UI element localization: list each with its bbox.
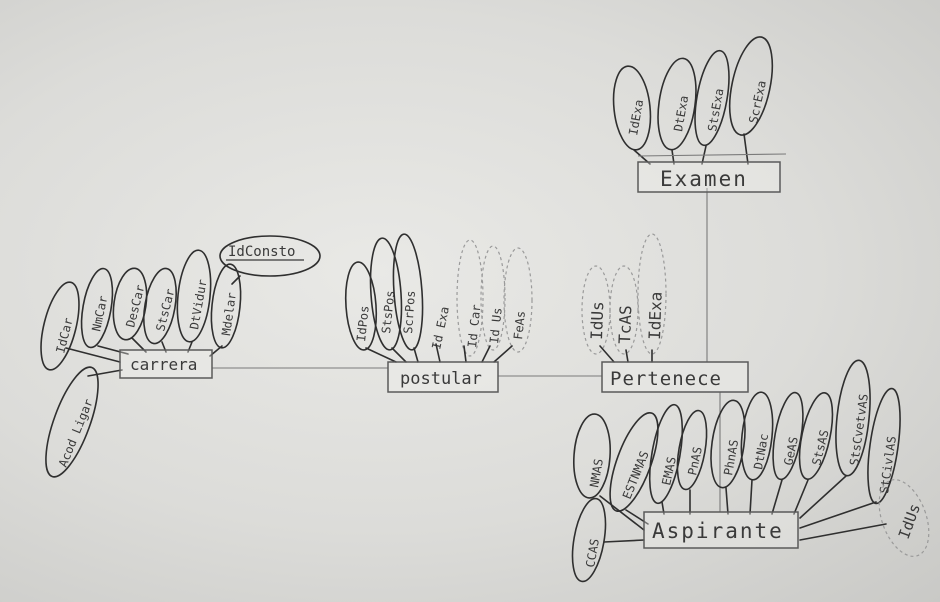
entity-box-examen (637, 161, 781, 193)
svg-text:DtVidur: DtVidur (187, 278, 210, 330)
entity-name-examen: Examen (660, 167, 748, 191)
relationship-box-postular (387, 361, 499, 393)
attribute-tcas: TcAS (609, 265, 639, 363)
svg-text:IdPos: IdPos (354, 305, 372, 342)
attribute-stspos: StsPos (369, 237, 407, 363)
attribute-id-car: Id Car (456, 239, 484, 363)
svg-text:StsPos: StsPos (379, 290, 397, 335)
svg-text:Id Car: Id Car (465, 304, 483, 349)
attribute-mdelar: Mdelar (209, 263, 242, 357)
entity-carrera: IdCar NmCar DesCar StsCar DtVidur Mdelar (40, 235, 321, 478)
attribute-id-us: Id Us (480, 245, 506, 363)
svg-text:StsExa: StsExa (705, 87, 726, 132)
attribute-acod-ligar: Acod Ligar (45, 366, 123, 478)
relationship-pertenece: IdUs TcAS IdExa Pertenece (581, 233, 749, 393)
svg-text:StCivlAS: StCivlAS (877, 435, 899, 494)
entity-name-aspirante: Aspirante (652, 519, 784, 543)
svg-text:NMAS: NMAS (587, 458, 606, 489)
attribute-pnas: PnAS (676, 409, 708, 515)
attribute-idexa-pertenece: IdExa (637, 233, 667, 363)
relationship-name-postular: postular (400, 369, 482, 389)
svg-text:ScrExa: ScrExa (746, 79, 769, 124)
svg-text:PnAS: PnAS (685, 445, 705, 476)
attribute-dtvidur: DtVidur (176, 249, 212, 353)
entity-examen: IdExa DtExa StsExa ScrExa Examen (612, 36, 787, 193)
attribute-screxa: ScrExa (728, 36, 774, 165)
relationship-name-pertenece: Pertenece (610, 368, 722, 390)
attribute-dtexa: DtExa (657, 57, 697, 165)
svg-text:Id Us: Id Us (487, 307, 505, 344)
svg-text:IdExa: IdExa (645, 291, 666, 340)
svg-text:Mdelar: Mdelar (219, 292, 239, 337)
attribute-nmas: NMAS (573, 413, 645, 531)
svg-text:PhnAS: PhnAS (721, 439, 741, 477)
svg-text:IdUs: IdUs (895, 501, 924, 541)
attribute-idcar: IdCar (40, 281, 121, 371)
svg-text:DtExa: DtExa (671, 95, 691, 133)
connectors (212, 188, 721, 512)
entity-box-carrera (119, 349, 213, 379)
svg-text:IdConsto: IdConsto (228, 244, 295, 260)
entity-box-aspirante (643, 511, 799, 549)
svg-text:GeAS: GeAS (781, 435, 801, 466)
svg-text:CCAS: CCAS (583, 538, 602, 569)
attribute-phnas: PhnAS (710, 399, 746, 515)
attribute-stsexa: StsExa (694, 49, 730, 165)
attribute-id-exa: Id Exa (429, 305, 452, 363)
svg-text:FeAs: FeAs (511, 310, 528, 340)
entity-name-carrera: carrera (130, 355, 197, 374)
entity-aspirante: CCAS NMAS ESTNMAS EMAS PnAS PhnAS (571, 359, 930, 583)
attribute-stscvetvas: StsCvetvAS (799, 359, 871, 519)
svg-text:Id Exa: Id Exa (429, 305, 452, 350)
attribute-feas: FeAs (493, 247, 533, 363)
svg-text:IdUs: IdUs (587, 301, 607, 340)
attribute-idconsto: IdConsto (219, 235, 321, 285)
attribute-estnmas: ESTNMAS (609, 411, 659, 525)
relationship-box-pertenece (601, 361, 749, 393)
svg-text:ScrPos: ScrPos (401, 290, 418, 334)
attribute-dtnac: DtNac (740, 391, 774, 515)
attribute-emas: EMAS (648, 403, 684, 515)
svg-text:TcAS: TcAS (615, 305, 635, 344)
attribute-idus-pertenece: IdUs (581, 265, 615, 363)
attribute-idpos: IdPos (344, 261, 397, 363)
svg-text:IdExa: IdExa (626, 99, 646, 137)
attribute-ccas: CCAS (571, 497, 645, 583)
svg-text:DtNac: DtNac (751, 433, 771, 471)
svg-text:EMAS: EMAS (659, 455, 679, 486)
attribute-idexa: IdExa (612, 65, 652, 165)
attribute-scrpos: ScrPos (392, 233, 424, 363)
attribute-stsas: StsAS (793, 392, 834, 515)
svg-text:Acod Ligar: Acod Ligar (56, 397, 96, 469)
